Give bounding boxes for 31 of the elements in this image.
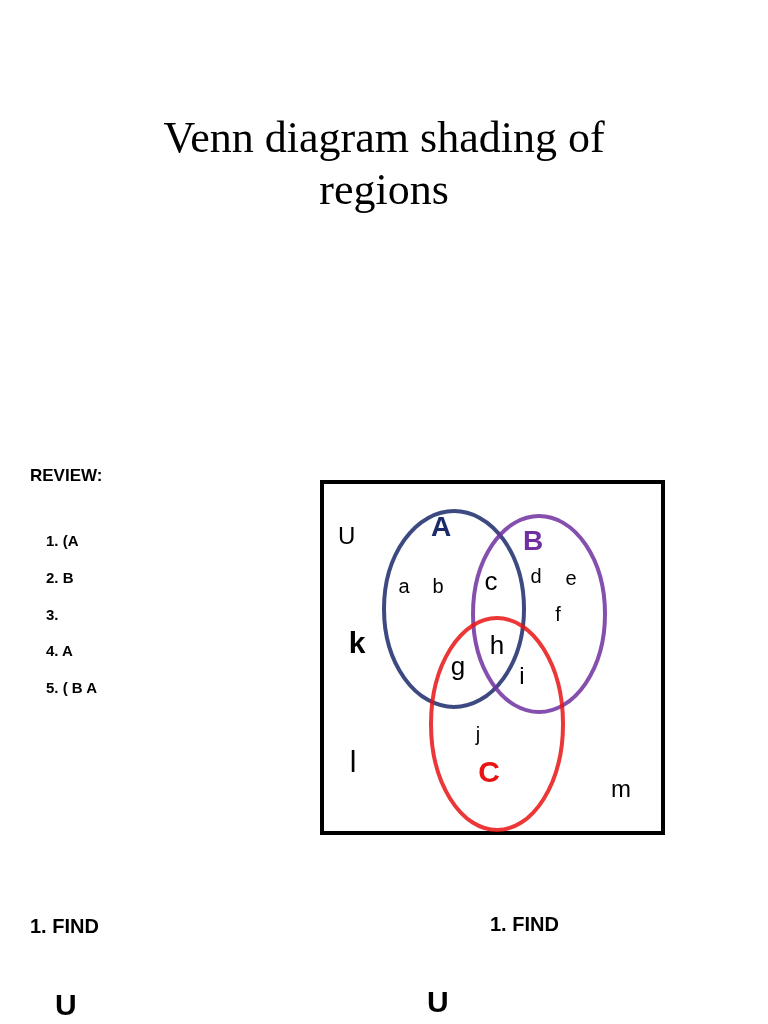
review-heading: REVIEW: xyxy=(30,467,103,486)
set-label: U xyxy=(338,524,356,548)
title: Venn diagram shading of regions xyxy=(162,112,606,216)
set-label: A xyxy=(430,513,452,541)
set-label: C xyxy=(478,757,500,787)
review-item: 2. B xyxy=(46,570,74,587)
review-item: 1. (A xyxy=(46,533,79,550)
set-symbol: U xyxy=(55,988,77,1021)
element-label: f xyxy=(555,603,561,625)
element-label: l xyxy=(349,744,357,778)
review-item: 4. A xyxy=(46,643,73,660)
find-heading: 1. FIND xyxy=(490,913,559,935)
element-label: b xyxy=(432,575,444,597)
set-circle xyxy=(471,514,607,714)
element-label: c xyxy=(484,566,498,596)
element-label: m xyxy=(611,775,631,803)
element-label: h xyxy=(489,630,505,660)
element-label: j xyxy=(475,723,481,745)
set-circle xyxy=(382,509,526,709)
element-label: d xyxy=(530,565,542,587)
element-label: i xyxy=(519,662,525,690)
review-item: 5. ( B A xyxy=(46,680,98,697)
element-label: k xyxy=(348,625,366,659)
find-heading: 1. FIND xyxy=(30,915,99,937)
element-label: e xyxy=(565,567,577,589)
universal-set-box xyxy=(320,480,665,835)
set-symbol: U xyxy=(427,985,449,1018)
element-label: a xyxy=(398,575,410,597)
review-item: 3. xyxy=(46,607,59,624)
element-label: g xyxy=(450,651,466,681)
set-label: B xyxy=(522,527,544,555)
